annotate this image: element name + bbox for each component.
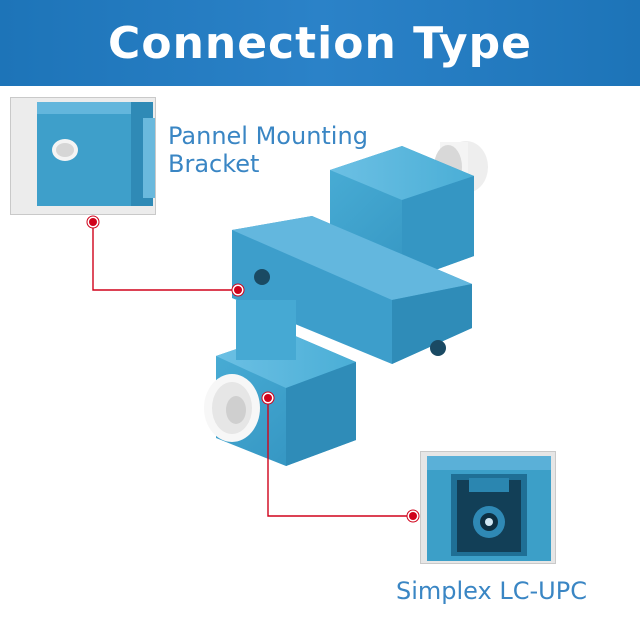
lc-port-closeup-drawing [421,452,555,563]
lc-leader-line [261,391,420,523]
lc-upc-callout-label: Simplex LC-UPC [396,577,587,605]
title-banner: Connection Type [0,0,640,86]
bracket-label-line1: Pannel Mounting [168,122,368,150]
banner-title: Connection Type [108,17,532,69]
front-ferrule [204,374,260,442]
mounting-flange [232,216,472,364]
bracket-closeup-drawing [11,98,155,214]
bracket-closeup-image [10,97,156,215]
bracket-leader-line [86,215,245,297]
bracket-callout-label: Pannel Mounting Bracket [168,122,408,178]
lc-port-closeup-image [420,451,556,564]
bracket-label-line2: Bracket [168,150,260,178]
